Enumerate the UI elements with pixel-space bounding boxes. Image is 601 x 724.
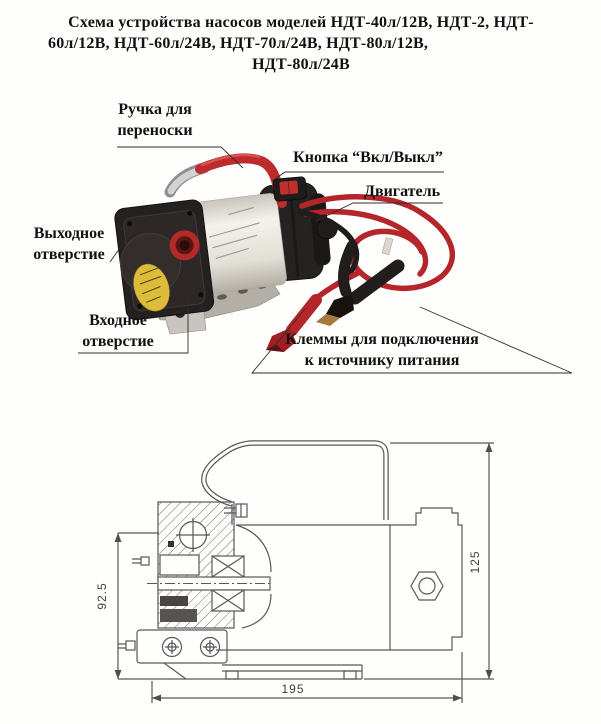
label-terminals-line2: к источнику питания (304, 352, 460, 369)
title-line-1: Схема устройства насосов моделей НДТ-40л… (68, 14, 534, 31)
label-carry-handle-line1: Ручка для (118, 101, 192, 118)
dim-125-value: 125 (468, 550, 482, 573)
dimension-total-height: 125 (364, 442, 494, 680)
label-outlet-line1: Выходное (33, 225, 105, 242)
dimension-side-height: 92.5 (95, 532, 159, 680)
leader-lines (78, 146, 573, 374)
dim-195-value: 195 (281, 682, 304, 696)
label-terminals: Клеммы для подключения к источнику питан… (268, 329, 496, 371)
title-line-2: 60л/12В, НДТ-60л/24В, НДТ-70л/24В, НДТ-8… (48, 35, 429, 52)
label-outlet-port: Выходное отверстие (20, 223, 118, 265)
cable-tie (381, 237, 394, 256)
pump-head (114, 199, 215, 321)
label-motor: Двигатель (363, 183, 441, 200)
leader-inlet (78, 299, 189, 354)
drawing-handle (201, 440, 389, 520)
leader-terminals (251, 306, 573, 374)
label-inlet-line1: Входное (89, 312, 147, 329)
page-title: Схема устройства насосов моделей НДТ-40л… (40, 12, 562, 75)
black-clamp-tip (316, 314, 340, 326)
leader-switch (271, 171, 444, 182)
pump-photo (114, 153, 455, 352)
label-carry-handle-line2: переноски (117, 122, 193, 139)
drawing-pump-section (132, 501, 272, 629)
dimension-length: 195 (151, 652, 463, 703)
label-power-switch: Кнопка “Вкл/Выкл” (293, 149, 443, 166)
dim-92-5-value: 92.5 (95, 582, 109, 609)
label-inlet-port: Входное отверстие (72, 310, 164, 352)
label-outlet-line2: отверстие (33, 246, 105, 263)
leader-outlet (109, 230, 133, 263)
label-inlet-line2: отверстие (82, 333, 154, 350)
leader-handle (117, 146, 244, 169)
warning-sticker (133, 263, 170, 312)
drawing-end-block (389, 507, 463, 651)
power-switch (272, 176, 307, 202)
drawing-motor-body (118, 524, 390, 680)
title-line-3: НДТ-80л/24В (252, 56, 350, 73)
technical-drawing: 92.5 125 195 (95, 440, 494, 703)
black-clamp-jaw (326, 294, 354, 318)
leader-motor (315, 202, 443, 222)
label-carry-handle: Ручка для переноски (96, 99, 214, 141)
label-terminals-line1: Клеммы для подключения (285, 331, 479, 348)
battery-clamps (266, 240, 405, 352)
